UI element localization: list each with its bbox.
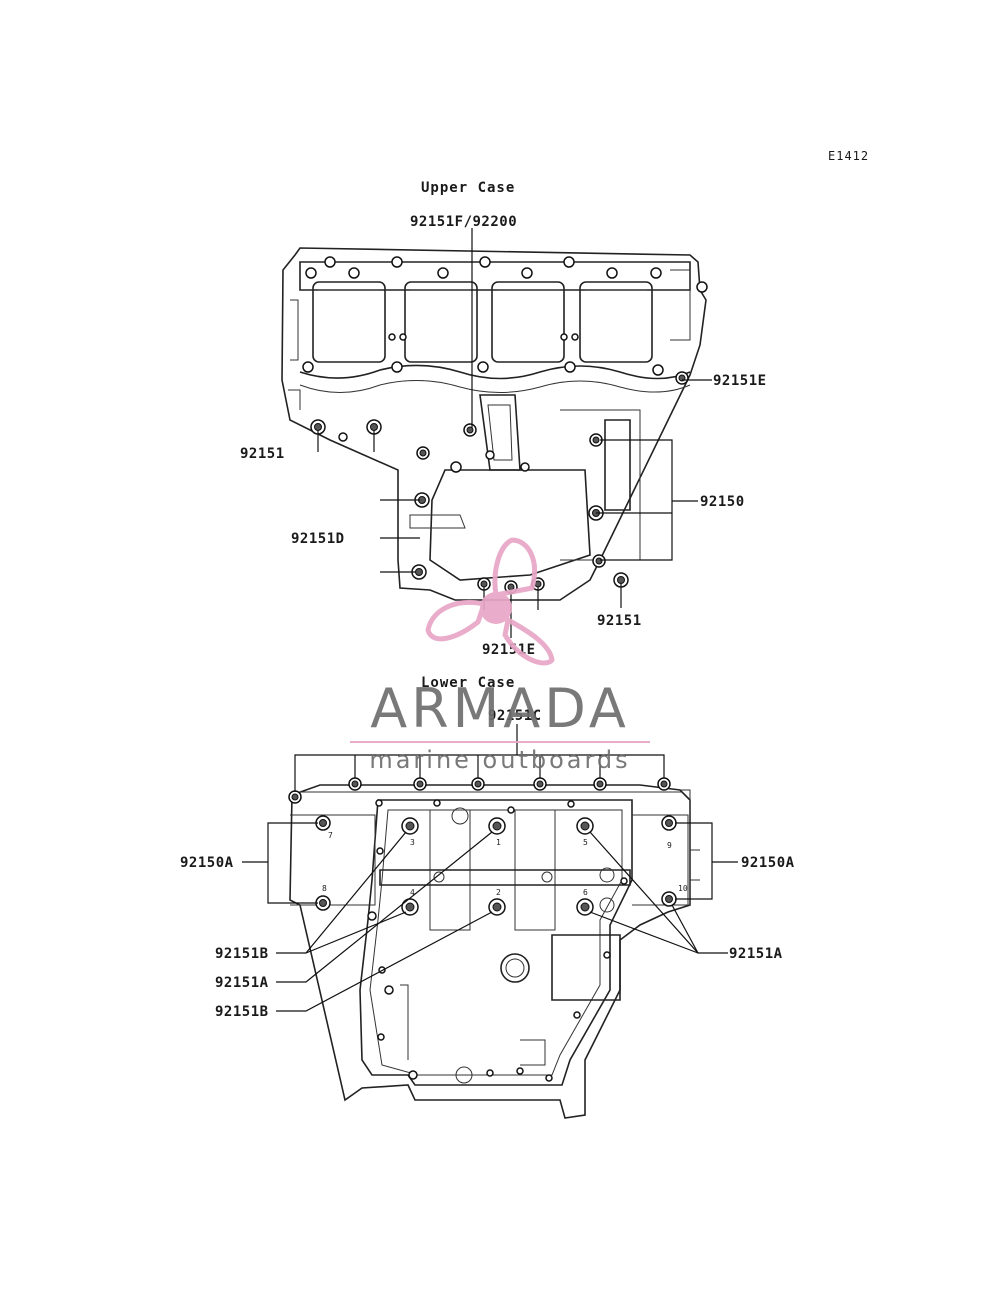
- label-92151b-lower: 92151B: [215, 1004, 269, 1020]
- label-92151a-left: 92151A: [215, 975, 269, 991]
- lower-case-title: Lower Case: [421, 675, 515, 691]
- label-92151b-upper: 92151B: [215, 946, 269, 962]
- label-92150a-right: 92150A: [741, 855, 795, 871]
- label-92151f-92200: 92151F/92200: [410, 214, 517, 230]
- upper-case-title: Upper Case: [421, 180, 515, 196]
- bolt-number-7: 7: [328, 831, 333, 840]
- bolt-number-8: 8: [322, 884, 327, 893]
- watermark-tagline: marine outboards: [369, 746, 630, 774]
- bolt-number-4: 4: [410, 888, 415, 897]
- bolt-number-1: 1: [496, 838, 501, 847]
- bolt-number-10: 10: [678, 884, 688, 893]
- label-92151e-top: 92151E: [713, 373, 767, 389]
- armada-watermark: ARMADA marine outboards: [350, 537, 650, 774]
- diagram-code: E1412: [828, 149, 869, 163]
- label-92151-bottom: 92151: [597, 613, 642, 629]
- bolt-number-5: 5: [583, 838, 588, 847]
- label-92150: 92150: [700, 494, 745, 510]
- watermark-brand: ARMADA: [370, 677, 630, 740]
- upper-case-drawing: [281, 247, 708, 601]
- label-92150a-left: 92150A: [180, 855, 234, 871]
- bolt-number-9: 9: [667, 841, 672, 850]
- lower-case-bolts: [288, 777, 677, 1082]
- propeller-logo-icon: [425, 537, 555, 666]
- lower-case-leaders: [242, 724, 738, 1012]
- label-92151a-right: 92151A: [729, 946, 783, 962]
- bolt-number-3: 3: [410, 838, 415, 847]
- label-92151c: 92151C: [488, 708, 542, 724]
- label-92151d: 92151D: [291, 531, 345, 547]
- lower-case-drawing: 7 3 1 5 9 4 2 6 8 10: [288, 777, 700, 1119]
- bolt-number-6: 6: [583, 888, 588, 897]
- label-92151-left: 92151: [240, 446, 285, 462]
- bolt-number-2: 2: [496, 888, 501, 897]
